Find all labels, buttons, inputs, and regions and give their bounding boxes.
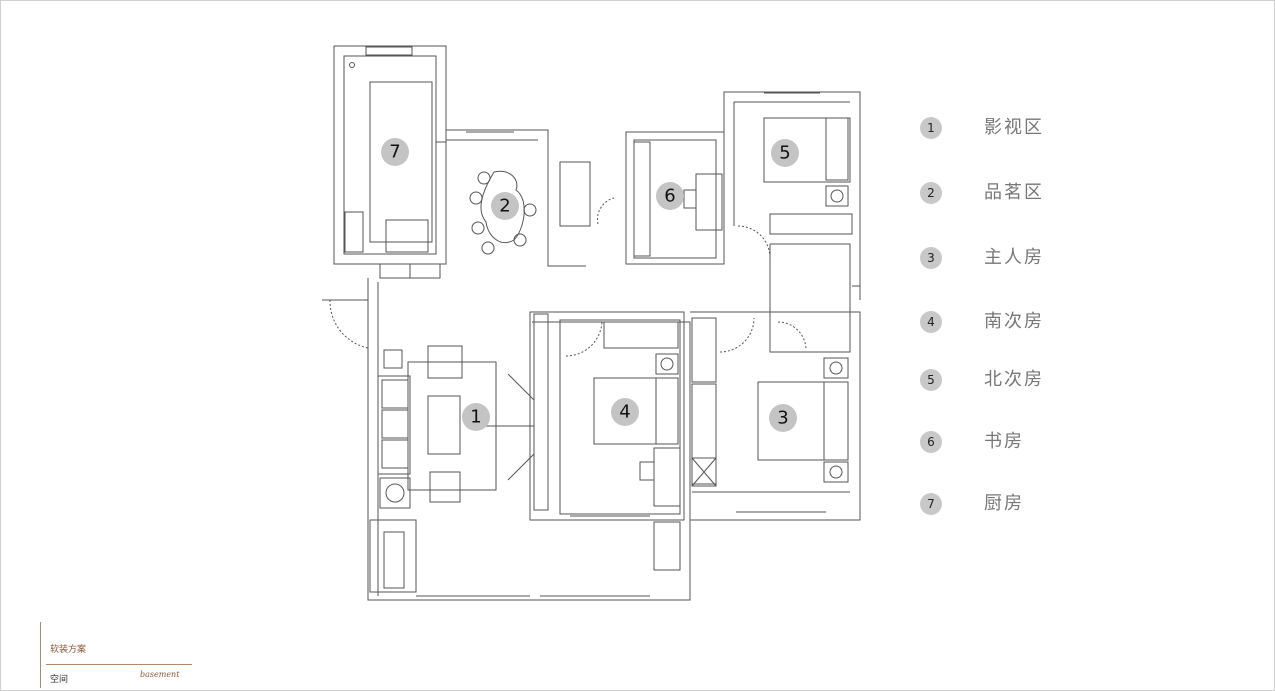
room-marker-circle	[611, 398, 639, 426]
room-marker-4: 4	[611, 398, 639, 426]
title-block-rule	[46, 664, 192, 665]
legend-item-6: 6 书房	[920, 430, 1022, 454]
scheme-title: 软装方案	[50, 645, 87, 655]
legend-item-5: 5 北次房	[920, 368, 1042, 392]
tea-area	[446, 129, 615, 267]
room-marker-3: 3	[769, 404, 797, 432]
room-marker-circle	[656, 182, 684, 210]
room-marker-number: 3	[777, 408, 788, 429]
title-block: 软装方案 空间 basement	[40, 622, 192, 688]
room-marker-7: 7	[381, 138, 409, 166]
legend-label: 主人房	[984, 247, 1044, 268]
legend-label: 北次房	[984, 369, 1044, 390]
legend-item-3: 3 主人房	[920, 246, 1042, 270]
room-marker-number: 7	[389, 142, 400, 163]
room-marker-number: 5	[779, 143, 790, 164]
legend-number: 6	[920, 431, 942, 453]
room-marker-number: 2	[499, 196, 510, 217]
room-marker-number: 1	[470, 407, 481, 428]
kitchen-area	[333, 45, 447, 279]
living-area	[322, 278, 691, 601]
room-marker-number: 6	[664, 186, 675, 207]
basement-label: basement	[140, 670, 180, 679]
room-marker-circle	[462, 403, 490, 431]
room-marker-circle	[769, 404, 797, 432]
room-marker-2: 2	[491, 192, 519, 220]
room-marker-number: 4	[619, 402, 630, 423]
legend-item-2: 2 品茗区	[920, 181, 1042, 205]
legend-label: 厨房	[984, 493, 1024, 514]
room-marker-circle	[381, 138, 409, 166]
room-marker-circle	[771, 139, 799, 167]
legend-number: 7	[920, 493, 942, 515]
south-bedroom-area	[529, 311, 685, 571]
legend-number: 1	[920, 117, 942, 139]
legend-number: 5	[920, 369, 942, 391]
north-bedroom-area	[723, 91, 861, 353]
legend-number: 4	[920, 311, 942, 333]
legend-label: 品茗区	[984, 182, 1044, 203]
master-bedroom-area	[690, 311, 861, 521]
legend-item-4: 4 南次房	[920, 310, 1042, 334]
legend-item-7: 7 厨房	[920, 492, 1022, 516]
legend-label: 南次房	[984, 311, 1044, 332]
legend-label: 影视区	[984, 117, 1044, 138]
room-marker-6: 6	[656, 182, 684, 210]
legend-label: 书房	[984, 431, 1024, 452]
legend-item-1: 1 影视区	[920, 116, 1042, 140]
room-marker-circle	[491, 192, 519, 220]
legend-number: 2	[920, 182, 942, 204]
space-label: 空间	[50, 675, 69, 685]
legend-number: 3	[920, 247, 942, 269]
room-marker-5: 5	[771, 139, 799, 167]
room-marker-1: 1	[462, 403, 490, 431]
title-block-divider	[40, 622, 41, 688]
